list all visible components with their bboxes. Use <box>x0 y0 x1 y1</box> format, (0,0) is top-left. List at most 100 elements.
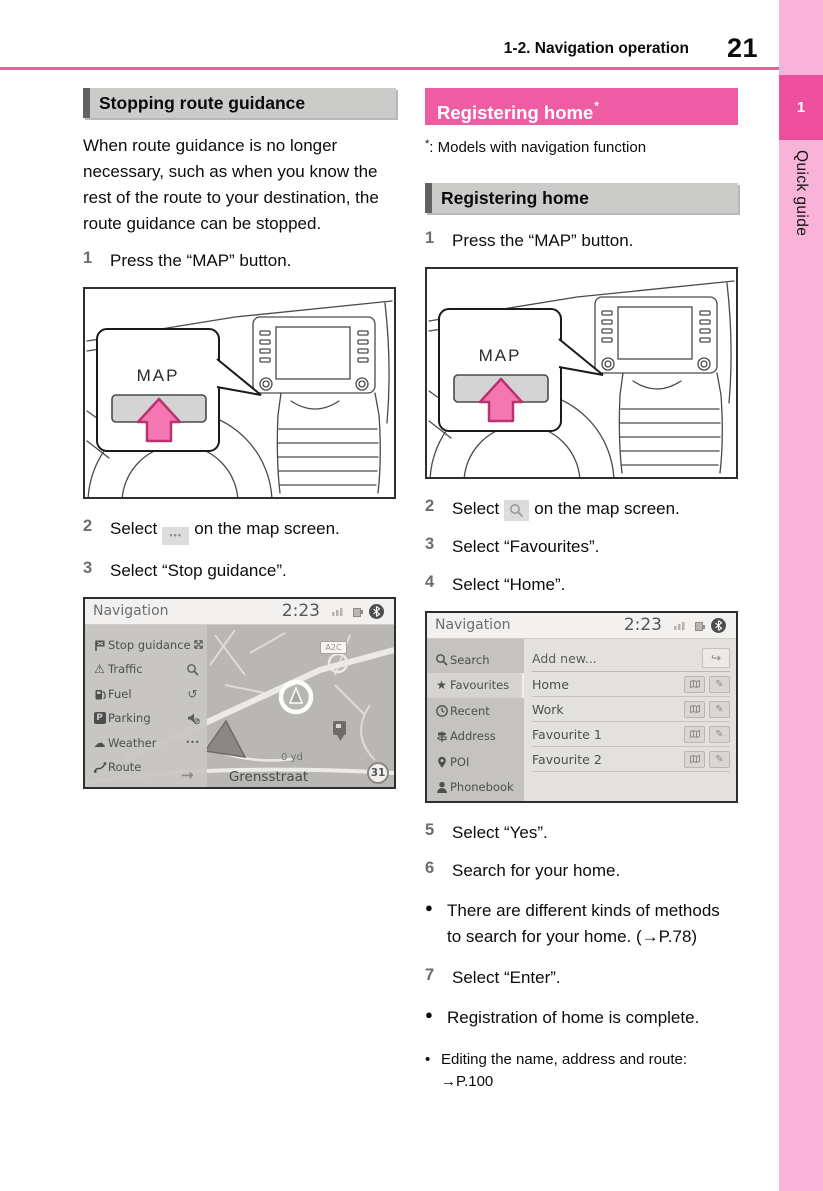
step-text: Press the “MAP” button. <box>110 251 292 270</box>
show-on-map-icon <box>684 750 705 768</box>
weather-icon: ☁ <box>93 735 106 750</box>
dashboard-illustration: MAP <box>86 300 393 497</box>
battery-icon <box>353 607 364 617</box>
step-item: 7 Select “Enter”. <box>425 965 738 990</box>
section-title-registering: Registering home <box>425 183 738 213</box>
header-rule <box>0 67 779 70</box>
step-text-post: on the map screen. <box>194 519 340 538</box>
figure-dashboard-map-button: MAP <box>425 267 738 479</box>
clock: 2:23 <box>623 615 662 635</box>
reset-north-icon: ↺ <box>187 686 198 701</box>
clock: 2:23 <box>281 600 320 621</box>
list-row: Favourite 1 ✎ <box>532 722 730 747</box>
search-icon <box>185 663 200 676</box>
step-text-post: on the map screen. <box>534 499 680 518</box>
menu-label: Traffic <box>108 662 143 677</box>
search-icon <box>504 500 530 521</box>
current-street-label: Grensstraat <box>228 768 309 785</box>
bullet-text: There are different kinds of methods to … <box>447 901 720 946</box>
list-row-label: Add new... <box>532 650 597 666</box>
title-asterisk: * <box>594 99 599 113</box>
step-text: Select “Home”. <box>452 575 566 594</box>
section-title-stopping: Stopping route guidance <box>83 88 396 118</box>
menu-item-weather: ☁ Weather ••• <box>85 731 207 756</box>
bullet-icon: ● <box>425 1007 433 1022</box>
star-icon: ★ <box>436 678 447 693</box>
note-text: Editing the name, address and route: →P.… <box>441 1049 687 1093</box>
map-callout: MAP <box>438 308 604 432</box>
show-on-map-icon <box>684 700 705 718</box>
step-number: 5 <box>425 821 435 839</box>
step-item: 1 Press the “MAP” button. <box>425 228 738 253</box>
bullet-text: Registration of home is complete. <box>447 1008 700 1027</box>
step-number: 7 <box>425 966 435 984</box>
step-number: 2 <box>83 517 93 535</box>
map-menu-panel: Stop guidance ⚠ Traffic Fuel ↺ <box>85 624 207 787</box>
bullet-icon: ● <box>425 900 433 915</box>
menu-item-recent: Recent <box>427 698 524 724</box>
person-icon <box>433 780 450 794</box>
list-row: Work ✎ <box>532 697 730 722</box>
list-row-label: Home <box>532 676 569 692</box>
bullet-item: ● Registration of home is complete. <box>425 1005 738 1031</box>
page-number: 21 <box>726 33 758 63</box>
menu-label: Fuel <box>108 686 132 701</box>
list-row-label: Favourite 2 <box>532 751 602 767</box>
footnote-text: : Models with navigation function <box>429 139 647 156</box>
step-number: 2 <box>425 497 435 515</box>
step-text-pre: Select <box>110 519 158 538</box>
map-bottom-bar: → Grensstraat 31 <box>85 761 394 787</box>
left-column: Stopping route guidance When route guida… <box>83 88 396 806</box>
edit-icon: ✎ <box>709 750 730 768</box>
fuel-pump-icon <box>91 687 108 701</box>
clock-icon <box>433 704 450 718</box>
menu-item-search: Search <box>427 647 524 673</box>
step-text-pre: Select <box>452 499 500 518</box>
intro-paragraph: When route guidance is no longer necessa… <box>83 136 379 233</box>
signal-icon <box>332 607 344 616</box>
map-button-label: MAP <box>137 366 180 385</box>
list-row-add-new: Add new... ↩ <box>532 645 730 672</box>
press-arrow-icon <box>136 397 182 443</box>
reference-note: • Editing the name, address and route: →… <box>425 1049 738 1093</box>
warning-triangle-icon: ⚠ <box>94 662 105 677</box>
menu-item-parking: P Parking <box>85 706 207 731</box>
step-text: Select “Favourites”. <box>452 537 600 556</box>
note-bullet-icon: • <box>425 1051 431 1068</box>
menu-label: Weather <box>108 735 157 750</box>
edit-icon: ✎ <box>709 725 730 743</box>
parking-icon: P <box>91 712 108 725</box>
step-item: 4 Select “Home”. <box>425 572 738 597</box>
direction-arrow-icon: → <box>181 765 194 784</box>
footnote: *: Models with navigation function <box>425 138 738 156</box>
list-row-label: Favourite 1 <box>532 726 602 742</box>
chapter-label: Quick guide <box>793 150 810 237</box>
pin-icon <box>433 755 450 769</box>
figure-favourites-screen: Navigation 2:23 Search ★ Favour <box>425 611 738 803</box>
speed-limit-badge: 31 <box>367 761 389 784</box>
chapter-side-strip: 1 Quick guide <box>779 0 823 1191</box>
bullet-item: ● There are different kinds of methods t… <box>425 898 738 950</box>
menu-label: Stop guidance <box>108 637 191 652</box>
bluetooth-icon <box>369 603 384 619</box>
favourites-list: Add new... ↩ Home ✎ Work ✎ <box>524 639 736 801</box>
list-row-label: Work <box>532 701 564 717</box>
show-on-map-icon <box>684 725 705 743</box>
favourites-menu-panel: Search ★ Favourites Recent Address <box>427 639 524 801</box>
step-item: 3 Select “Stop guidance”. <box>83 558 396 583</box>
step-number: 1 <box>83 249 93 267</box>
menu-item-route: Route <box>85 755 207 780</box>
menu-label: Favourites <box>450 678 510 693</box>
dashboard-illustration: MAP <box>428 280 735 477</box>
step-item: 3 Select “Favourites”. <box>425 534 738 559</box>
step-number: 6 <box>425 859 435 877</box>
show-on-map-icon <box>684 675 705 693</box>
step-item: 5 Select “Yes”. <box>425 820 738 845</box>
menu-item-favourites: ★ Favourites <box>427 672 524 698</box>
signal-icon <box>674 621 686 630</box>
step-number: 1 <box>425 229 435 247</box>
article-title-text: Registering home <box>437 102 594 123</box>
running-head-title: 1-2. Navigation operation <box>503 39 689 57</box>
nav-screen-statusbar: Navigation 2:23 <box>85 598 394 625</box>
menu-label: Address <box>450 729 496 744</box>
